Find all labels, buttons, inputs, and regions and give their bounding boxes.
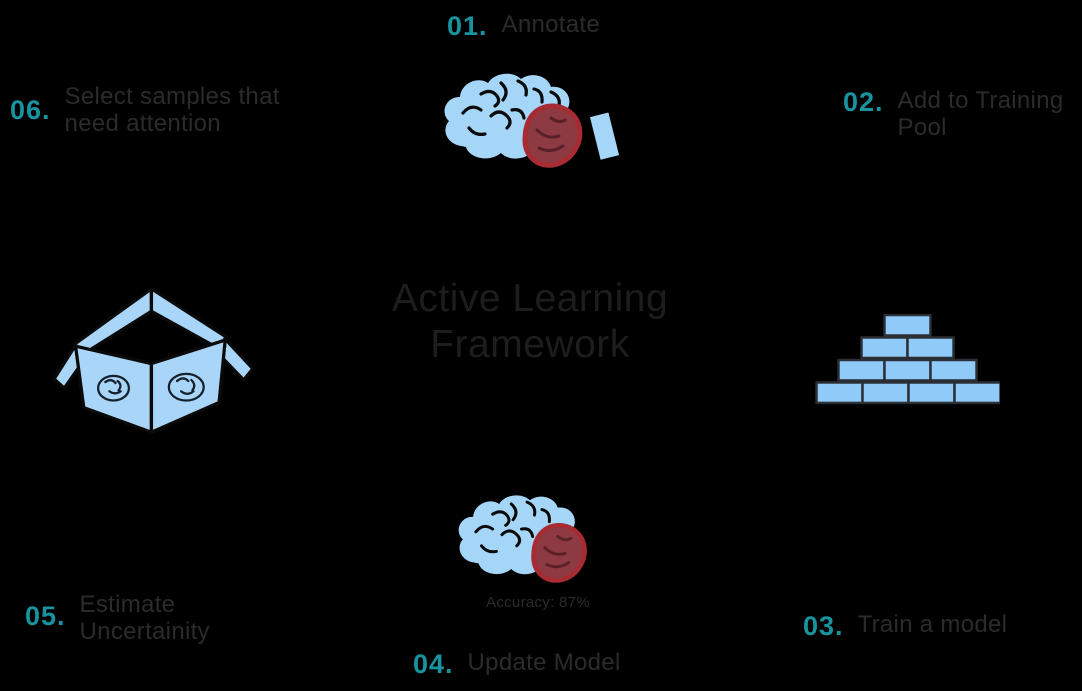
step-number: 05. xyxy=(25,601,66,631)
step-number: 03. xyxy=(803,611,844,641)
step-label: Add to Training Pool xyxy=(897,87,1064,141)
step-train-a-model: 03. Train a model xyxy=(803,611,1008,642)
step-update-model: 04. Update Model xyxy=(413,649,621,680)
step-label: Estimate Uncertainity xyxy=(79,591,210,645)
accuracy-label: Accuracy: 87% xyxy=(486,594,590,611)
step-select-samples: 06. Select samples that need attention xyxy=(10,83,305,138)
step-number: 02. xyxy=(843,87,884,117)
brain-with-pencil-icon xyxy=(433,68,633,183)
step-label: Update Model xyxy=(467,649,621,676)
step-label: Train a model xyxy=(857,611,1008,638)
step-estimate-uncertainity: 05. Estimate Uncertainity xyxy=(25,591,240,646)
step-annotate: 01. Annotate xyxy=(447,11,601,42)
step-label: Annotate xyxy=(501,11,601,38)
step-number: 06. xyxy=(10,95,51,125)
brick-pyramid-icon xyxy=(815,314,1000,406)
step-number: 04. xyxy=(413,649,454,679)
box-of-brains-icon xyxy=(52,282,257,437)
step-add-to-training-pool: 02. Add to Training Pool xyxy=(843,87,1082,142)
step-number: 01. xyxy=(447,11,488,41)
diagram-title: Active Learning Framework xyxy=(391,277,669,367)
step-label: Select samples that need attention xyxy=(64,83,280,137)
brain-accuracy-icon xyxy=(448,490,628,595)
